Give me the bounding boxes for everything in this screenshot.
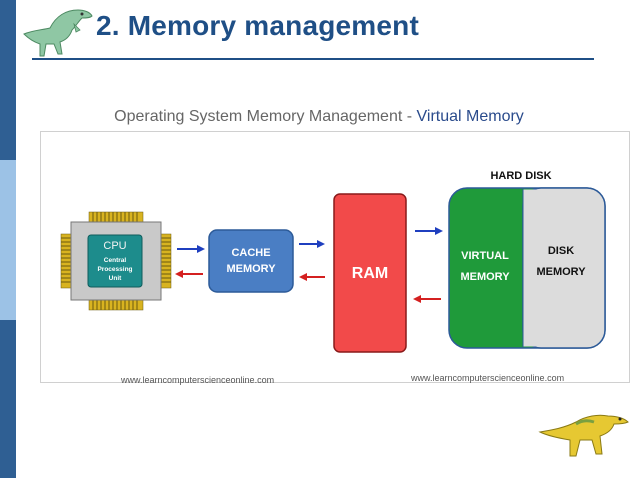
disk-memory-label-line2: MEMORY bbox=[536, 266, 586, 278]
cpu-chip: CPU Central Processing Unit bbox=[60, 211, 172, 311]
arrow-left-icon bbox=[413, 295, 441, 303]
website-credit-left: www.learncomputerscienceonline.com bbox=[121, 375, 275, 385]
left-accent-bar-light-segment bbox=[0, 160, 16, 320]
title-underline bbox=[32, 58, 594, 60]
diagram-heading-highlight: Virtual Memory bbox=[416, 108, 524, 125]
arrow-left-icon bbox=[175, 270, 203, 278]
disk-memory-label-line1: DISK bbox=[548, 245, 574, 257]
ram-label: RAM bbox=[352, 265, 388, 282]
memory-diagram: CPU Central Processing Unit CACHE MEMORY bbox=[60, 170, 606, 353]
diagram-frame: CPU Central Processing Unit CACHE MEMORY bbox=[40, 131, 630, 385]
cache-label-line2: MEMORY bbox=[226, 263, 276, 275]
hard-disk-block: HARD DISK VIRTUAL MEMORY DISK MEMORY bbox=[448, 170, 606, 349]
hard-disk-label: HARD DISK bbox=[490, 170, 551, 182]
cache-memory-block: CACHE MEMORY bbox=[208, 229, 294, 293]
dinosaur-icon bbox=[23, 9, 93, 57]
arrow-right-icon bbox=[415, 227, 443, 235]
virtual-memory-label-line1: VIRTUAL bbox=[461, 250, 509, 262]
virtual-memory-label-line2: MEMORY bbox=[460, 271, 510, 283]
arrow-right-icon bbox=[177, 245, 205, 253]
arrow-left-icon bbox=[299, 273, 325, 281]
cpu-label: CPU bbox=[103, 240, 126, 252]
left-accent-bar bbox=[0, 0, 16, 478]
ram-block: RAM bbox=[333, 193, 407, 353]
diagram-heading-main: Operating System Memory Management - bbox=[114, 108, 417, 125]
cpu-sublabel-line2: Processing bbox=[97, 266, 132, 273]
cpu-sublabel-line3: Unit bbox=[109, 275, 122, 282]
cache-label-line1: CACHE bbox=[231, 247, 270, 259]
website-credit-right: www.learncomputerscienceonline.com bbox=[411, 373, 565, 383]
dinosaur-icon bbox=[538, 414, 629, 457]
diagram-heading: Operating System Memory Management - Vir… bbox=[0, 108, 638, 126]
cpu-sublabel-line1: Central bbox=[104, 257, 127, 264]
arrow-right-icon bbox=[299, 240, 325, 248]
slide-title: 2. Memory management bbox=[96, 10, 419, 41]
